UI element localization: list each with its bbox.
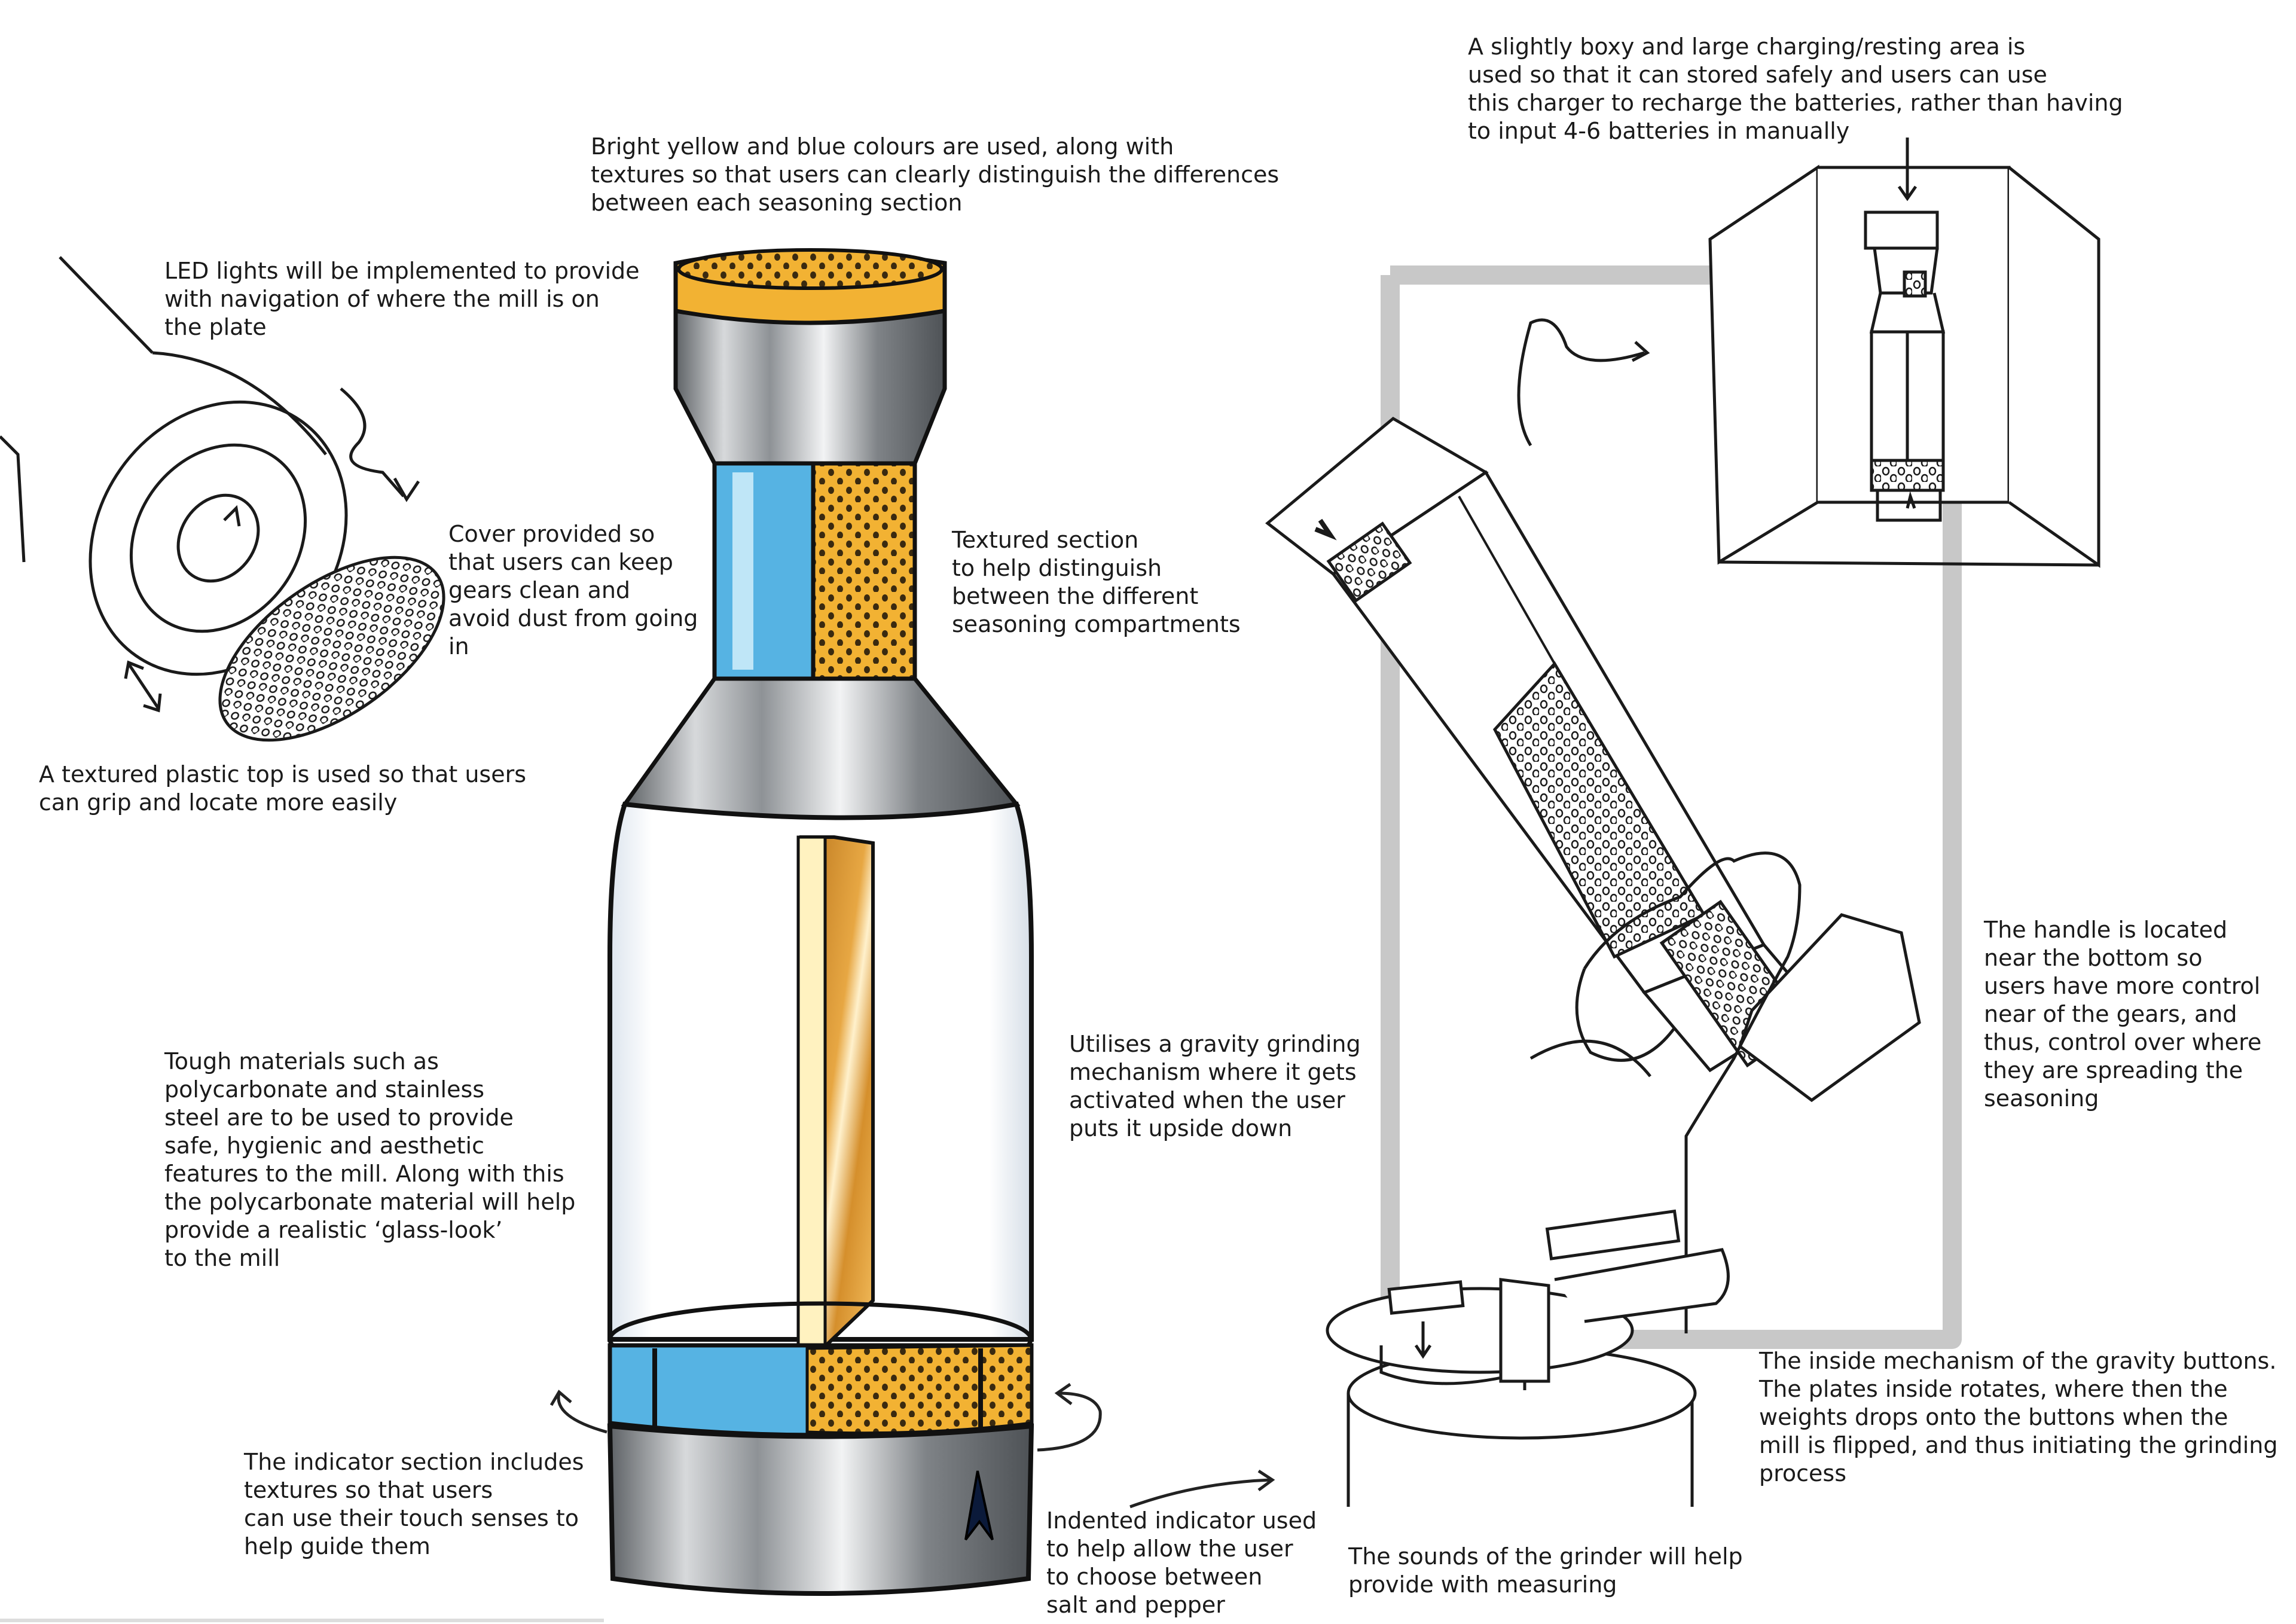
indicator-arrow-icon	[964, 1470, 994, 1541]
gravity-weight-top	[1545, 1209, 1681, 1260]
sounds-note: The sounds of the grinder will help prov…	[1348, 1543, 1743, 1598]
mini-mill-indicator	[1870, 459, 1945, 492]
led-cover-sketch	[0, 256, 445, 742]
gravity-buttons-note: The inside mechanism of the gravity butt…	[1759, 1348, 2278, 1486]
handheld-seasoning-dots	[1492, 661, 1706, 959]
rotate-left-arrow-icon	[557, 1393, 607, 1434]
central-mill	[549, 248, 1275, 1596]
textured-top-note: A textured plastic top is used so that u…	[39, 761, 527, 816]
mill-blue-highlight	[732, 472, 753, 670]
mill-divider-front	[796, 835, 827, 1368]
handheld-textured-band	[1326, 521, 1412, 603]
mini-mill-textured	[1903, 270, 1927, 298]
indicator-section-note: The indicator section includes textures …	[244, 1449, 584, 1559]
handle-note: The handle is located near the bottom so…	[1984, 917, 2262, 1112]
mill-yellow-textured-collar	[811, 461, 917, 681]
cover-note: Cover provided so that users can keep ge…	[448, 521, 698, 660]
mill-steel-shoulder	[621, 676, 1021, 820]
cover-disc-textured	[218, 555, 445, 742]
mill-steel-head	[673, 308, 947, 466]
rotate-right-arrow-icon	[1037, 1391, 1102, 1452]
mill-top-textured-surface	[677, 248, 944, 290]
hand-outline	[1583, 851, 1802, 1333]
gravity-buttons-sketch	[1326, 1209, 1730, 1507]
led-lights-note: LED lights will be implemented to provid…	[164, 258, 640, 340]
colours-note: Bright yellow and blue colours are used,…	[591, 133, 1280, 216]
indented-indicator-note: Indented indicator used to help allow th…	[1046, 1507, 1317, 1618]
charger-frame	[1381, 265, 1962, 1349]
handheld-mill-sketch	[1265, 416, 1921, 1333]
indicator-pointer-arrow-icon	[1129, 1478, 1271, 1509]
flip-arrow-icon	[1517, 318, 1645, 447]
gravity-weight-left	[1387, 1280, 1465, 1315]
charging-box-sketch	[1517, 138, 2100, 568]
charging-area-note: A slightly boxy and large charging/resti…	[1468, 33, 2123, 144]
materials-note: Tough materials such as polycarbonate an…	[164, 1048, 576, 1271]
cover-double-arrow-icon	[127, 663, 160, 710]
textured-section-note: Textured section to help distinguish bet…	[952, 527, 1241, 637]
gravity-mechanism-note: Utilises a gravity grinding mechanism wh…	[1069, 1031, 1361, 1141]
mill-steel-base	[607, 1423, 1034, 1596]
mill-indicator-textured-band	[805, 1344, 1033, 1435]
mill-blue-collar	[712, 461, 816, 681]
